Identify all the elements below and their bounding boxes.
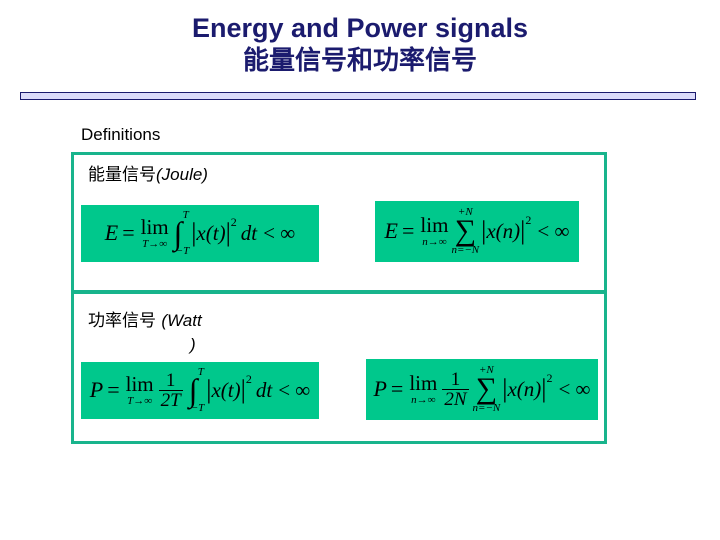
integrand-expression: x(t) xyxy=(211,378,241,403)
abs-bar-left: | xyxy=(191,218,197,248)
limit-subscript: n→∞ xyxy=(411,393,436,406)
fraction-denominator: 2N xyxy=(442,388,469,410)
integral-operator: T ∫ −T xyxy=(174,210,190,257)
fraction-denominator: 2T xyxy=(158,389,183,411)
abs-bar-right: | xyxy=(520,216,526,246)
formula-power-continuous-math: P = lim T→∞ 1 2T T ∫ −T | x(t) | 2 dt < … xyxy=(90,367,311,414)
limit-label: lim xyxy=(125,371,154,396)
power-heading-unit-wrap: ) xyxy=(190,335,196,354)
limit-operator: lim T→∞ xyxy=(140,214,169,250)
exponent-two: 2 xyxy=(525,213,532,228)
equals-sign: = xyxy=(390,376,404,402)
differential: dt xyxy=(255,377,273,402)
relation-less-than-infinity: < ∞ xyxy=(537,218,570,243)
sum-upper-limit: +N xyxy=(478,364,494,377)
exponent-two: 2 xyxy=(230,215,237,230)
integrand-absolute-value: | x(t) | 2 xyxy=(206,373,252,405)
abs-bar-right: | xyxy=(225,218,231,248)
lhs-symbol: E xyxy=(384,218,398,244)
abs-bar-left: | xyxy=(502,374,508,404)
differential: dt xyxy=(240,220,258,245)
lhs-symbol: P xyxy=(373,376,387,402)
coefficient-fraction: 1 2T xyxy=(158,369,183,411)
fraction-numerator: 1 xyxy=(165,369,176,391)
formula-energy-continuous-math: E = lim T→∞ T ∫ −T | x(t) | 2 dt < ∞ xyxy=(105,210,295,257)
formula-power-continuous: P = lim T→∞ 1 2T T ∫ −T | x(t) | 2 dt < … xyxy=(81,362,319,419)
exponent-two: 2 xyxy=(245,372,252,387)
title-divider-rule xyxy=(20,92,696,100)
formula-power-discrete: P = lim n→∞ 1 2N +N ∑ n=−N | x(n) | 2 < … xyxy=(366,359,598,420)
limit-label: lim xyxy=(409,370,438,395)
power-heading-unit: (Watt xyxy=(161,311,202,330)
power-heading-chinese: 功率信号 xyxy=(88,311,162,331)
equals-sign: = xyxy=(122,220,135,246)
equals-sign: = xyxy=(402,218,415,244)
limit-label: lim xyxy=(140,214,169,239)
energy-heading-unit: (Joule) xyxy=(156,165,208,184)
definitions-label: Definitions xyxy=(81,125,161,144)
sum-lower-limit: n=−N xyxy=(472,401,501,414)
summation-operator: +N ∑ n=−N xyxy=(451,207,479,255)
limit-label: lim xyxy=(420,212,449,237)
integral-upper-limit: T xyxy=(182,209,189,222)
limit-operator: lim T→∞ xyxy=(125,371,154,407)
limit-subscript: n→∞ xyxy=(422,235,447,248)
energy-signal-heading: 能量信号(Joule) xyxy=(88,163,208,187)
relation-less-than-infinity: < ∞ xyxy=(558,376,591,401)
limit-operator: lim n→∞ xyxy=(420,212,449,248)
summand-expression: x(n) xyxy=(507,377,542,402)
title-english: Energy and Power signals xyxy=(191,13,529,43)
abs-bar-right: | xyxy=(541,374,547,404)
equals-sign: = xyxy=(107,377,120,403)
summand-absolute-value: | x(n) | 2 xyxy=(502,372,552,404)
summand-absolute-value: | x(n) | 2 xyxy=(481,214,531,246)
limit-operator: lim n→∞ xyxy=(409,370,438,406)
abs-bar-right: | xyxy=(240,375,246,405)
sum-upper-limit: +N xyxy=(457,206,473,219)
power-signal-heading: 功率信号 (Watt) xyxy=(88,309,202,357)
sum-lower-limit: n=−N xyxy=(451,243,480,256)
lhs-symbol: P xyxy=(89,377,104,403)
sigma-icon: ∑ xyxy=(454,214,476,248)
sigma-icon: ∑ xyxy=(475,372,498,406)
abs-bar-left: | xyxy=(206,375,212,405)
formula-energy-continuous: E = lim T→∞ T ∫ −T | x(t) | 2 dt < ∞ xyxy=(81,205,319,262)
abs-bar-left: | xyxy=(481,216,487,246)
integral-lower-limit: −T xyxy=(175,244,190,257)
integral-icon: ∫ xyxy=(188,372,198,409)
summand-expression: x(n) xyxy=(486,219,521,244)
relation-less-than-infinity: < ∞ xyxy=(278,377,311,402)
section-divider xyxy=(71,290,607,294)
formula-energy-discrete-math: E = lim n→∞ +N ∑ n=−N | x(n) | 2 < ∞ xyxy=(385,207,570,255)
slide-title: Energy and Power signals 能量信号和功率信号 xyxy=(0,12,720,77)
integrand-expression: x(t) xyxy=(196,221,226,246)
formula-power-discrete-math: P = lim n→∞ 1 2N +N ∑ n=−N | x(n) | 2 < … xyxy=(373,365,590,413)
limit-subscript: T→∞ xyxy=(142,237,168,250)
energy-heading-chinese: 能量信号 xyxy=(88,165,156,185)
exponent-two: 2 xyxy=(546,371,553,386)
summation-operator: +N ∑ n=−N xyxy=(473,365,501,413)
integrand-absolute-value: | x(t) | 2 xyxy=(191,216,237,248)
integral-operator: T ∫ −T xyxy=(189,367,205,414)
lhs-symbol: E xyxy=(104,220,119,246)
integral-lower-limit: −T xyxy=(190,401,205,414)
formula-energy-discrete: E = lim n→∞ +N ∑ n=−N | x(n) | 2 < ∞ xyxy=(375,201,579,262)
fraction-numerator: 1 xyxy=(450,368,461,390)
limit-subscript: T→∞ xyxy=(127,394,153,407)
relation-less-than-infinity: < ∞ xyxy=(263,220,296,245)
title-chinese: 能量信号和功率信号 xyxy=(242,46,477,76)
coefficient-fraction: 1 2N xyxy=(442,368,469,410)
integral-icon: ∫ xyxy=(173,215,183,252)
integral-upper-limit: T xyxy=(197,366,204,379)
